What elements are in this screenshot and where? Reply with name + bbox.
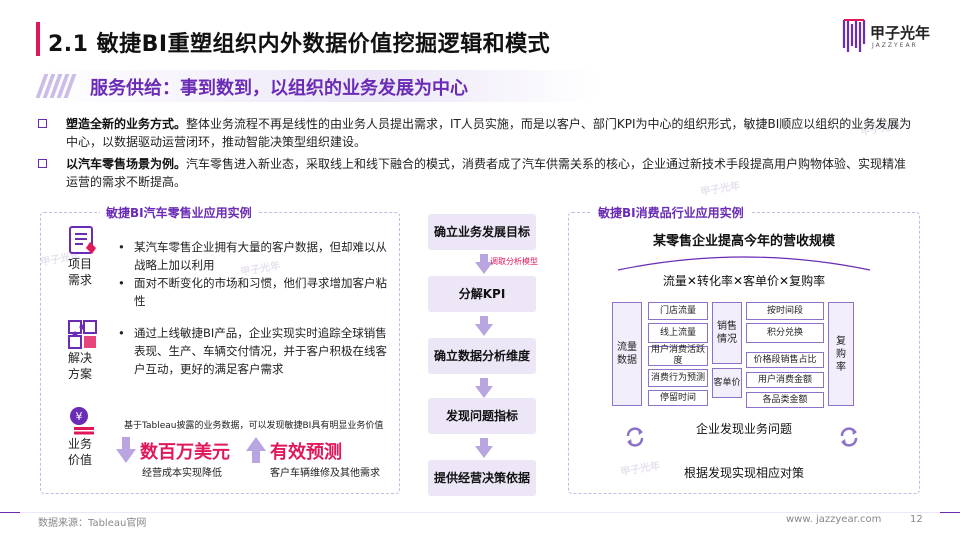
value-cost-reduction: 数百万美元 (140, 442, 230, 463)
issue-text: 企业发现业务问题 (695, 422, 792, 436)
grid-cell: 用户消费活跃度 (648, 345, 708, 366)
bullet-lead: 以汽车零售场景为例。 (66, 157, 187, 171)
jazzyear-logo-icon (842, 19, 866, 52)
requirement-list: •某汽车零售企业拥有大量的客户数据，但却难以从战略上加以利用 •面对不断变化的市… (118, 238, 388, 310)
grid-sales-status: 销售 情况 (712, 302, 742, 364)
flow-step: 确立业务发展目标 (428, 214, 536, 250)
bullet-text: 汽车零售进入新业态，采取线上和线下融合的模式，消费者成了汽车供需关系的核心，企业… (66, 157, 907, 189)
solution-list: •通过上线敏捷BI产品，企业实现实时追踪全球销售表现、生产、车辆交付情况，并于客… (118, 324, 388, 378)
document-list-icon (69, 226, 96, 254)
grid-cell: 用户消费金额 (746, 372, 824, 388)
footer-source: 数据来源：Tableau官网 (38, 518, 147, 529)
flow-step: 发现问题指标 (428, 398, 536, 434)
logo-subtext: JAZZYEAR (872, 42, 918, 49)
flow-arrow (475, 316, 493, 336)
grid-cell: 门店流量 (648, 302, 708, 320)
grid-cell: 各品类金额 (746, 392, 824, 408)
flow-arrow (475, 438, 493, 458)
footer-divider (0, 512, 960, 513)
flow-arrow (475, 378, 493, 398)
money-stack-icon: ¥ (70, 407, 94, 435)
formula: 流量✕转化率✕客单价✕复购率 (662, 274, 826, 288)
bullet-item: 以汽车零售场景为例。汽车零售进入新业态，采取线上和线下融合的模式，消费者成了汽车… (38, 155, 918, 191)
list-item-text: 面对不断变化的市场和习惯，他们寻求增加客户粘性 (134, 276, 387, 308)
bullet-item: 塑造全新的业务方式。整体业务流程不再是线性的由业务人员提出需求，IT人员实施，而… (38, 115, 918, 151)
flow-step: 提供经营决策依据 (428, 460, 536, 496)
grid-cell: 价格段销售占比 (746, 352, 824, 368)
list-item: •通过上线敏捷BI产品，企业实现实时追踪全球销售表现、生产、车辆交付情况，并于客… (118, 326, 387, 376)
title-accent-bar (36, 22, 40, 56)
page-title: 2.1 敏捷BI重塑组织内外数据价值挖掘逻辑和模式 (48, 32, 551, 57)
branch-lines (617, 256, 871, 271)
grid-traffic-data: 流量 数据 (612, 302, 642, 406)
value-intro: 基于Tableau披露的业务数据，可以发现敏捷BI具有明显业务价值 (124, 421, 384, 431)
right-heading: 某零售企业提高今年的营收规模 (652, 234, 835, 249)
value-cost-caption: 经营成本实现降低 (142, 468, 222, 479)
page-number: 12 (910, 514, 923, 525)
svg-text:¥: ¥ (76, 410, 83, 423)
ribbon-stripes (35, 74, 80, 98)
flow-note: 调取分析模型 (490, 257, 538, 266)
flow-step: 分解KPI (428, 276, 536, 312)
bullet-square-icon (38, 159, 47, 168)
brand-logo: 甲子光年 JAZZYEAR (842, 18, 942, 52)
grid-avg-order: 客单价 (712, 368, 742, 398)
grid-cell: 积分兑换 (746, 323, 824, 343)
grid-cell: 线上流量 (648, 323, 708, 343)
value-prediction: 有效预测 (270, 442, 342, 463)
logo-text: 甲子光年 (870, 24, 931, 42)
grid-cell: 消费行为预测 (648, 369, 708, 387)
grid-cell: 按时间段 (746, 302, 824, 320)
grid-cell: 停留时间 (648, 390, 708, 406)
grid-repurchase: 复 购 率 (828, 302, 854, 406)
right-panel-title: 敏捷BI消费品行业应用实例 (592, 204, 750, 221)
arrow-down-icon (116, 437, 136, 463)
bullet-square-icon (38, 119, 47, 128)
bullet-text: 整体业务流程不再是线性的由业务人员提出需求，IT人员实施，而是以客户、部门KPI… (66, 117, 912, 149)
section-subtitle: 服务供给：事到数到，以组织的业务发展为中心 (90, 78, 468, 99)
list-item-text: 通过上线敏捷BI产品，企业实现实时追踪全球销售表现、生产、车辆交付情况，并于客户… (134, 326, 387, 376)
bullet-lead: 塑造全新的业务方式。 (66, 117, 187, 131)
cycle-arrows-icon (626, 427, 644, 447)
section-label-value: 业务 价值 (68, 437, 93, 467)
list-item: •面对不断变化的市场和习惯，他们寻求增加客户粘性 (118, 276, 387, 308)
footer-website[interactable]: www. jazzyear.com (786, 514, 882, 525)
list-item-text: 某汽车零售企业拥有大量的客户数据，但却难以从战略上加以利用 (134, 240, 387, 272)
puzzle-icon (68, 320, 97, 349)
list-item: •某汽车零售企业拥有大量的客户数据，但却难以从战略上加以利用 (118, 240, 387, 272)
arrow-up-icon (246, 437, 266, 463)
section-label-requirement: 项目 需求 (68, 257, 93, 287)
left-panel-title: 敏捷BI汽车零售业应用实例 (100, 204, 258, 221)
cycle-arrows-icon (840, 427, 858, 447)
flow-step: 确立数据分析维度 (428, 338, 536, 374)
subtitle-ribbon (38, 70, 598, 102)
section-label-solution: 解决 方案 (68, 351, 93, 381)
solution-text: 根据发现实现相应对策 (683, 466, 804, 480)
flow-arrow (475, 254, 493, 274)
value-prediction-caption: 客户车辆维修及其他需求 (270, 468, 380, 479)
